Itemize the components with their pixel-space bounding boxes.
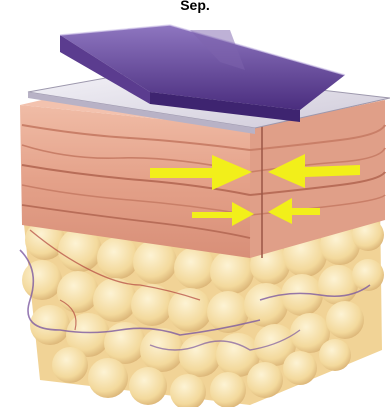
skin-layers-illustration xyxy=(0,0,390,407)
skin-illustration-scene: Sep. xyxy=(0,0,390,407)
